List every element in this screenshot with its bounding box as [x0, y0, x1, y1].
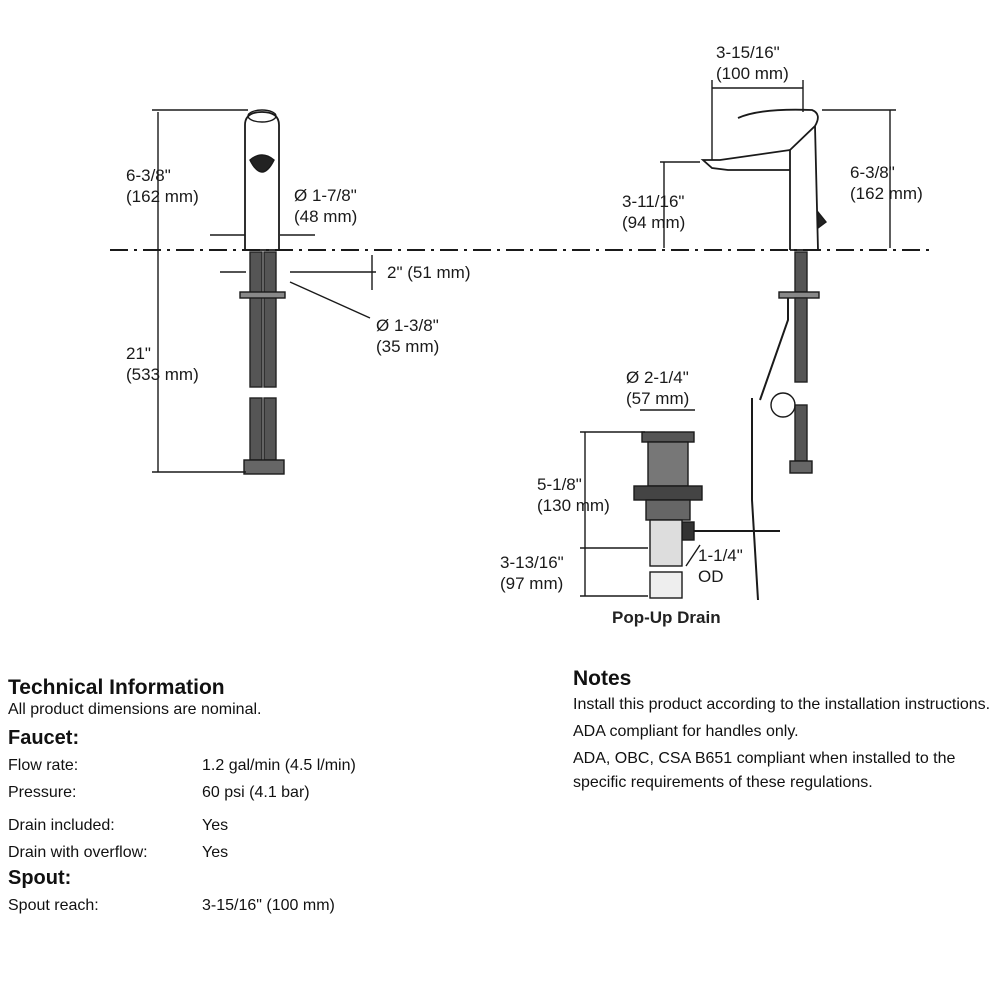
- note-item: ADA compliant for handles only.: [573, 723, 799, 740]
- spout-heading: Spout:: [8, 867, 72, 889]
- technical-information: Technical Information All product dimens…: [8, 676, 548, 919]
- technical-subtitle: All product dimensions are nominal.: [8, 701, 262, 718]
- dim-drain-tail: 3-13/16" (97 mm): [500, 553, 564, 593]
- dim-left-supply: 21" (533 mm): [126, 344, 199, 384]
- notes-section: Notes Install this product according to …: [573, 667, 993, 798]
- dim-right-spout-height: 3-11/16" (94 mm): [622, 192, 686, 232]
- dim-drain-od: 1-1/4" OD: [698, 546, 743, 586]
- pop-up-drain: [633, 431, 780, 599]
- notes-title: Notes: [573, 667, 632, 690]
- faucet-side-view: [700, 108, 827, 601]
- dim-drain-diameter: Ø 2-1/4" (57 mm): [626, 368, 690, 408]
- dim-drain-height: 5-1/8" (130 mm): [537, 475, 610, 515]
- spec-row: Drain with overflow: Yes: [8, 844, 229, 861]
- faucet-heading: Faucet:: [8, 727, 80, 749]
- faucet-front-view: [239, 109, 286, 475]
- spec-row: Spout reach: 3-15/16" (100 mm): [8, 897, 335, 914]
- dim-right-height: 6-3/8" (162 mm): [850, 163, 923, 203]
- dim-left-hole: Ø 1-3/8" (35 mm): [376, 316, 440, 356]
- note-item: Install this product according to the in…: [573, 696, 991, 713]
- spec-row: Pressure: 60 psi (4.1 bar): [8, 784, 310, 801]
- faucet-dimension-drawing: [110, 80, 935, 601]
- dim-left-plate: 2" (51 mm): [387, 263, 471, 282]
- dim-left-height: 6-3/8" (162 mm): [126, 166, 199, 206]
- spec-row: Drain included: Yes: [8, 817, 229, 834]
- drain-caption: Pop-Up Drain: [612, 608, 721, 627]
- spec-row: Flow rate: 1.2 gal/min (4.5 l/min): [8, 757, 356, 774]
- dim-left-diameter: Ø 1-7/8" (48 mm): [294, 186, 358, 226]
- dim-right-reach: 3-15/16" (100 mm): [716, 43, 789, 83]
- technical-title: Technical Information: [8, 676, 225, 699]
- note-item: ADA, OBC, CSA B651 compliant when instal…: [573, 750, 956, 791]
